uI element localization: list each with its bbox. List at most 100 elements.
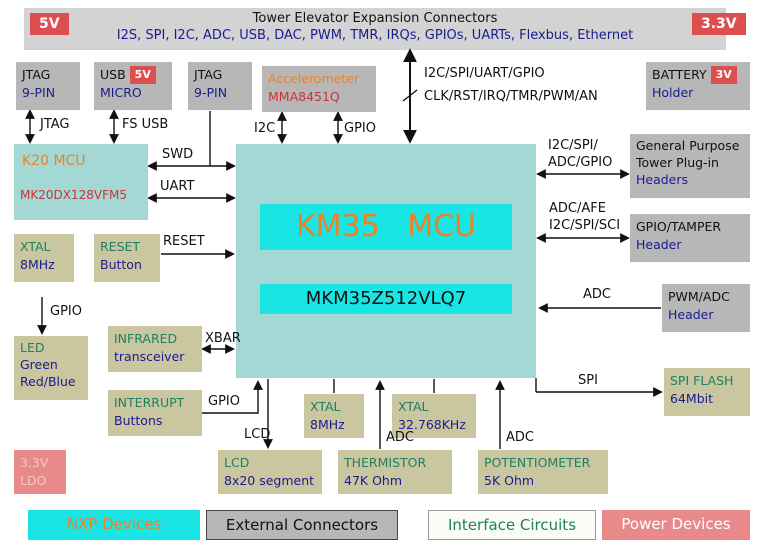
wire-label-gpio-led: GPIO [50, 304, 82, 319]
infrared-label: INFRARED [114, 331, 178, 346]
lcd-block: LCD 8x20 segment [218, 450, 322, 494]
potentiometer-block: POTENTIOMETER 5K Ohm [478, 450, 608, 494]
jtag-top-sublabel: 9-PIN [22, 85, 56, 101]
usb-label: USB [100, 67, 126, 82]
spi-flash-block: SPI FLASH 64Mbit [664, 368, 750, 416]
jtag-mid-label: JTAG [194, 67, 223, 82]
ldo-label: LDO [20, 473, 47, 489]
wire-label-uart: UART [160, 179, 195, 194]
jtag-mid-sublabel: 9-PIN [194, 85, 228, 101]
gpio-tamper-header-block: GPIO/TAMPER Header [630, 214, 750, 262]
ldo-voltage: 3.3V [20, 455, 49, 470]
wire-label-spi: SPI [578, 373, 598, 388]
thermistor-label: THERMISTOR [344, 455, 427, 470]
wire-label-xbar: XBAR [205, 331, 241, 346]
power-badge-3v3: 3.3V [692, 13, 746, 35]
lcd-sublabel: 8x20 segment [224, 473, 315, 489]
reset-label: RESET [100, 239, 141, 254]
led-label: LED [20, 340, 45, 355]
reset-button-block: RESET Button [94, 234, 160, 282]
wire-label-reset: RESET [163, 234, 205, 249]
banner-title: Tower Elevator Expansion Connectors [252, 11, 498, 26]
wire-label-tower-bus-1: I2C/SPI/ [548, 138, 598, 153]
k20-mcu-block: K20 MCU MK20DX128VFM5 [14, 144, 148, 220]
interrupt-buttons-block: INTERRUPT Buttons [108, 390, 202, 436]
banner-protocols: I2S, SPI, I2C, ADC, USB, DAC, PWM, TMR, … [116, 28, 634, 43]
wire-label-fs-usb: FS USB [122, 117, 169, 132]
gpio-tamper-sublabel: Header [636, 237, 682, 253]
wire-label-top-bus-2: CLK/RST/IRQ/TMR/PWM/AN [424, 89, 598, 104]
gp-line2: Tower Plug-in [636, 154, 719, 170]
gp-line1: General Purpose [636, 138, 740, 153]
wire-label-tamper-bus-1: ADC/AFE [549, 201, 606, 216]
usb-5v-badge: 5V [129, 66, 156, 84]
pwm-adc-label: PWM/ADC [668, 289, 730, 304]
xtal-mid-freq: 8MHz [310, 417, 345, 433]
ldo-block: 3.3V LDO [14, 450, 66, 494]
pwm-adc-header-block: PWM/ADC Header [662, 284, 750, 332]
battery-holder-label: Holder [652, 85, 694, 101]
wire-label-adc-potentiometer: ADC [506, 430, 534, 445]
accelerometer-block: Accelerometer MMA8451Q [262, 66, 376, 112]
infrared-transceiver-block: INFRARED transceiver [108, 326, 202, 372]
thermistor-block: THERMISTOR 47K Ohm [338, 450, 452, 494]
wire-label-lcd: LCD [244, 427, 271, 442]
xtal-32k-block: XTAL 32.768KHz [392, 394, 476, 438]
wire-label-tower-bus-2: ADC/GPIO [548, 155, 613, 170]
jtag-mid-connector: JTAG 9-PIN [188, 62, 252, 110]
battery-label: BATTERY [652, 67, 707, 82]
spi-flash-size: 64Mbit [670, 391, 713, 407]
interrupt-sublabel: Buttons [114, 413, 163, 429]
gpio-tamper-label: GPIO/TAMPER [636, 219, 722, 234]
wire-label-top-bus-1: I2C/SPI/UART/GPIO [424, 66, 545, 81]
legend-power-devices: Power Devices [602, 510, 750, 540]
legend-nxp-devices: NXP Devices [28, 510, 200, 540]
led-block: LED Green Red/Blue [14, 336, 88, 400]
jtag-top-connector: JTAG 9-PIN [16, 62, 80, 110]
usb-micro-label: MICRO [100, 85, 142, 101]
battery-3v-badge: 3V [710, 66, 737, 84]
wire-label-tamper-bus-2: I2C/SPI/SCI [549, 218, 621, 233]
wire-label-adc-thermistor: ADC [386, 430, 414, 445]
gp-line3: Headers [636, 171, 689, 187]
wire-top-bus-slash [402, 89, 418, 102]
lcd-label: LCD [224, 455, 250, 470]
km35-title-band: KM35 MCU [260, 204, 512, 250]
tower-expansion-banner: Tower Elevator Expansion Connectors I2S,… [24, 8, 726, 50]
potentiometer-label: POTENTIOMETER [484, 455, 591, 470]
k20-title: K20 MCU [22, 153, 86, 169]
xtal-left-block: XTAL 8MHz [14, 234, 74, 282]
xtal-mid-label: XTAL [310, 399, 341, 414]
wire-label-swd: SWD [162, 147, 194, 162]
wire-label-i2c: I2C [254, 121, 276, 136]
jtag-top-label: JTAG [22, 67, 51, 82]
led-color1: Green [20, 356, 58, 372]
xtal-32k-freq: 32.768KHz [398, 417, 466, 433]
legend-external-connectors: External Connectors [206, 510, 398, 540]
legend-interface-circuits: Interface Circuits [428, 510, 596, 540]
accelerometer-part: MMA8451Q [268, 89, 340, 105]
wire-label-jtag: JTAG [40, 117, 70, 132]
led-color2: Red/Blue [20, 373, 76, 389]
xtal-left-label: XTAL [20, 239, 51, 254]
km35-part-band: MKM35Z512VLQ7 [260, 284, 512, 314]
general-purpose-headers-block: General Purpose Tower Plug-in Headers [630, 134, 750, 198]
thermistor-value: 47K Ohm [344, 473, 403, 489]
wire-label-gpio-accel: GPIO [344, 121, 376, 136]
k20-part-number: MK20DX128VFM5 [20, 188, 127, 203]
km35-mcu-block [236, 144, 536, 378]
wire-label-adc-pwm: ADC [583, 287, 611, 302]
wire-label-gpio-interrupt: GPIO [208, 394, 240, 409]
xtal-mid-block: XTAL 8MHz [304, 394, 364, 438]
potentiometer-value: 5K Ohm [484, 473, 535, 489]
power-badge-5v: 5V [30, 13, 69, 35]
accelerometer-label: Accelerometer [268, 71, 360, 86]
interrupt-label: INTERRUPT [114, 395, 185, 410]
pwm-adc-sublabel: Header [668, 307, 714, 323]
spi-flash-label: SPI FLASH [670, 373, 734, 388]
infrared-sublabel: transceiver [114, 349, 185, 365]
reset-button-label: Button [100, 257, 142, 273]
